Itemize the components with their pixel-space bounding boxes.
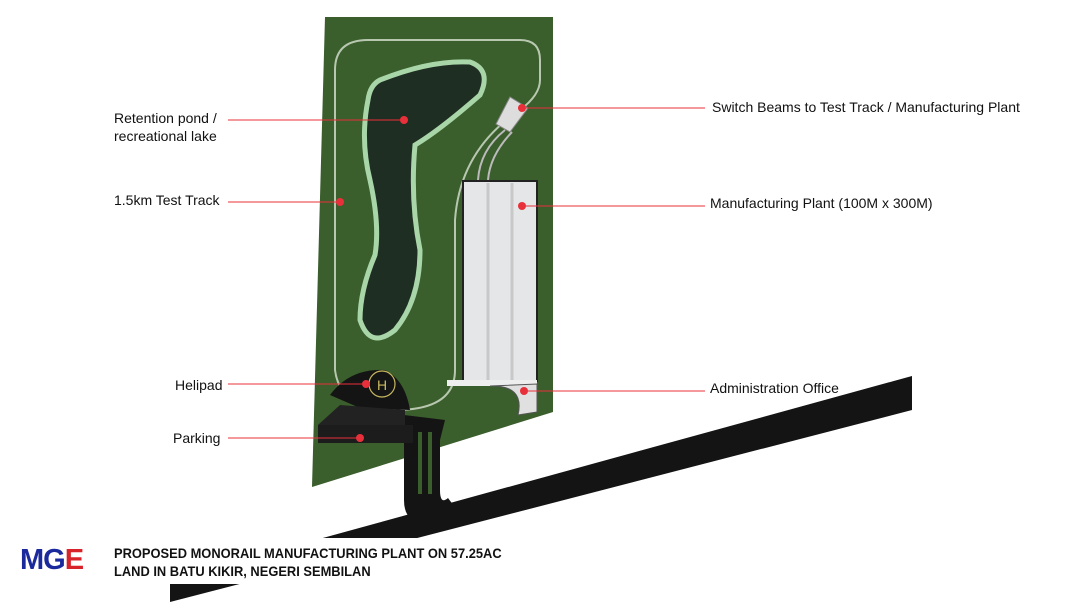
manufacturing-plant <box>462 180 538 382</box>
retention-pond <box>357 59 487 341</box>
label-test-track: 1.5km Test Track <box>114 192 220 208</box>
mge-logo: MGE <box>20 544 84 576</box>
helipad-mark: H <box>377 377 387 393</box>
test-track <box>334 39 541 412</box>
title-line2: LAND IN BATU KIKIR, NEGERI SEMBILAN <box>114 563 371 579</box>
label-admin: Administration Office <box>710 380 839 396</box>
slide-title: PROPOSED MONORAIL MANUFACTURING PLANT ON… <box>114 544 502 580</box>
label-parking: Parking <box>173 430 221 446</box>
label-helipad: Helipad <box>175 377 223 393</box>
title-line1: PROPOSED MONORAIL MANUFACTURING PLANT ON… <box>114 545 502 561</box>
label-switch-beams: Switch Beams to Test Track / Manufacturi… <box>712 99 1020 115</box>
parking-lot <box>318 425 413 443</box>
leader-lines <box>228 107 705 439</box>
label-plant: Manufacturing Plant (100M x 300M) <box>710 195 933 211</box>
marker-dots <box>336 104 528 442</box>
title-box <box>12 538 532 584</box>
label-pond-line2: recreational lake <box>114 128 217 144</box>
label-pond-line1: Retention pond / <box>114 110 217 126</box>
